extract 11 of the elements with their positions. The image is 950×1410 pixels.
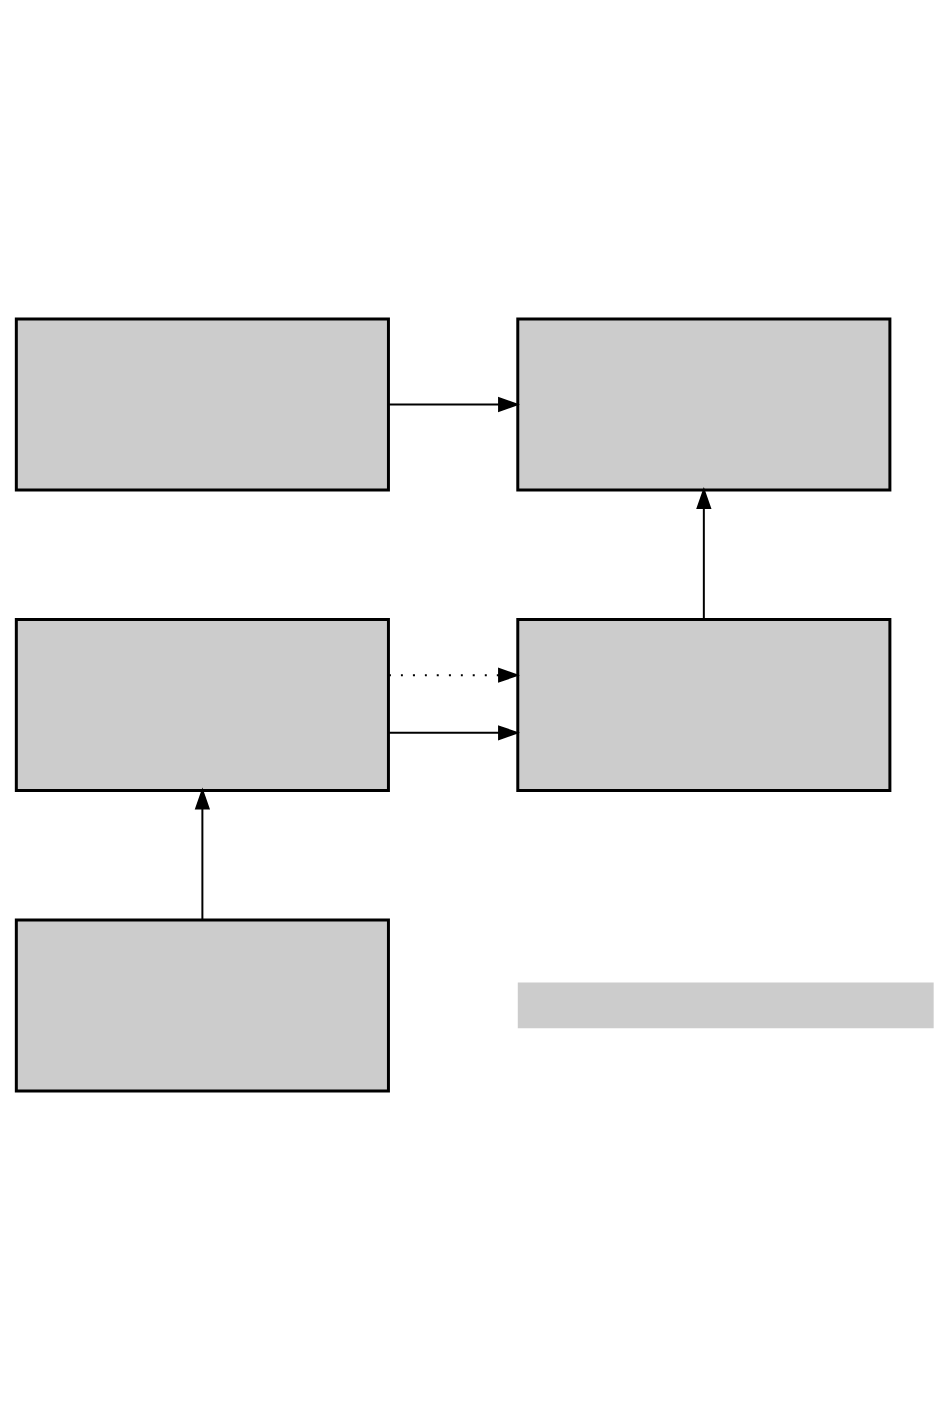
node-bar	[517, 982, 934, 1029]
arrow	[696, 487, 712, 620]
arrow	[194, 787, 211, 921]
node-box	[14, 617, 390, 793]
arrow	[388, 667, 520, 683]
node-box	[14, 918, 390, 1093]
arrow	[388, 725, 520, 741]
arrow	[388, 396, 520, 413]
node-box	[14, 317, 390, 492]
node-box	[516, 317, 892, 492]
node-box	[516, 617, 892, 793]
